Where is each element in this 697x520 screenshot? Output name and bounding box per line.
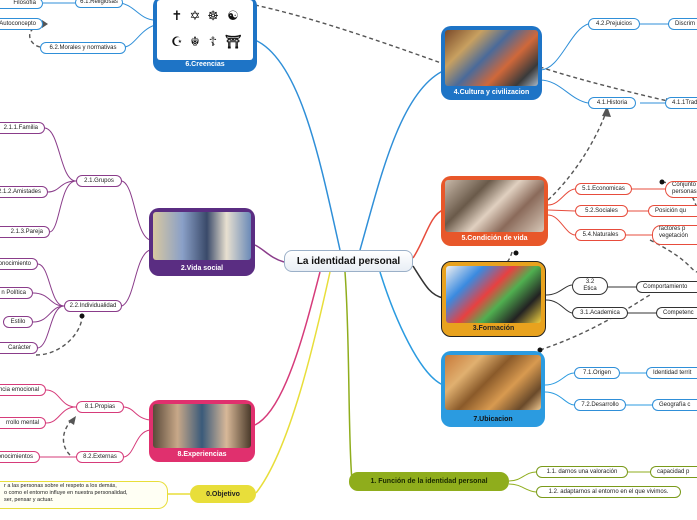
svg-text:☸: ☸ (207, 9, 219, 24)
vida-social-label: 2.Vida social (180, 265, 224, 272)
ubicacion-label: 7.Ubicacion (473, 416, 513, 423)
grupos-node[interactable]: 2.1.Grupos (76, 175, 122, 187)
formacion-label: 3.Formación (472, 325, 515, 332)
naturales-node[interactable]: 5.4.Naturales (575, 229, 626, 241)
economicas-node[interactable]: 5.1.Economicas (575, 183, 632, 195)
identidad-territorial-node[interactable]: Identidad territ (646, 367, 697, 379)
creencias-topic[interactable]: ✝ ✡ ☸ ☯ ☪ ☬ ☦ ⛩ 6.Creencias (153, 0, 257, 72)
geografia-node[interactable]: Geografía c (652, 399, 697, 411)
objetivo-line: o como el entorno influye en nuestra per… (4, 490, 128, 496)
central-topic[interactable]: La identidad personal (284, 250, 413, 272)
objetivo-line: ser, pensar y actuar. (4, 497, 54, 503)
objetivo-description: r a las personas sobre el respeto a los … (0, 481, 168, 509)
experiencias-topic[interactable]: 8.Experiencias (149, 400, 255, 462)
competencia-node[interactable]: Competenc (656, 307, 697, 319)
svg-text:✝: ✝ (172, 9, 183, 24)
academica-node[interactable]: 3.1.Academica (572, 307, 628, 319)
svg-text:☬: ☬ (190, 35, 199, 50)
svg-text:⛩: ⛩ (225, 34, 242, 50)
capacidad-node[interactable]: capacidad p (650, 466, 697, 478)
filosofia-node[interactable]: Filosofía (0, 0, 43, 9)
origen-node[interactable]: 7.1.Origen (574, 367, 620, 379)
propias-node[interactable]: 8.1.Propias (76, 401, 124, 413)
amistades-node[interactable]: 2.1.2.Amistades (0, 186, 48, 198)
estilo-node[interactable]: Estilo (3, 316, 33, 328)
svg-text:☯: ☯ (227, 9, 239, 24)
condicion-image (445, 180, 544, 232)
morales-node[interactable]: 6.2.Morales y normativas (40, 42, 126, 54)
historia-node[interactable]: 4.1.Historia (588, 97, 636, 109)
formacion-topic[interactable]: 3.Formación (441, 261, 546, 337)
objetivo-topic[interactable]: 0.Objetivo (190, 485, 256, 503)
cultura-label: 4.Cultura y civilizacion (453, 89, 530, 96)
svg-text:☪: ☪ (171, 35, 183, 50)
caracter-node[interactable]: Carácter (0, 342, 38, 354)
conjunto-line: personas (672, 189, 697, 195)
condicion-topic[interactable]: 5.Condición de vida (441, 176, 548, 246)
condicion-label: 5.Condición de vida (461, 235, 528, 242)
religiosas-node[interactable]: 6.1.Religiosas (75, 0, 123, 8)
adaptarnos-node[interactable]: 1.2. adaptarnos al entorno en el que viv… (536, 486, 681, 498)
posicion-node[interactable]: Posición qu (648, 205, 697, 217)
emocional-node[interactable]: ncia emocional (0, 384, 46, 396)
trad-node[interactable]: 4.1.1Trad (665, 97, 697, 109)
pareja-node[interactable]: 2.1.3.Pareja (0, 226, 50, 238)
objetivo-line: r a las personas sobre el respeto a los … (4, 483, 117, 489)
externas-node[interactable]: 8.2.Externas (76, 451, 124, 463)
comportamiento-node[interactable]: Comportamiento (636, 281, 697, 293)
desarrollo-node[interactable]: 7.2.Desarrollo (574, 399, 626, 411)
conjunto-line: Conjunto (672, 182, 697, 188)
formacion-image (446, 266, 541, 323)
conocimientos-node[interactable]: onocimientos (0, 451, 40, 463)
individualidad-node[interactable]: 2.2.Individualidad (64, 300, 122, 312)
experiencias-image (153, 404, 251, 448)
svg-text:☦: ☦ (209, 35, 217, 50)
factores-node[interactable]: factores p vegetación (652, 225, 697, 245)
politica-node[interactable]: n Política (0, 287, 33, 299)
cultura-image (445, 30, 538, 86)
etica-node[interactable]: 3.2 Etica (572, 277, 608, 295)
conocimiento-node[interactable]: onocimiento (0, 258, 38, 270)
mental-node[interactable]: rrollo mental (0, 417, 46, 429)
creencias-label: 6.Creencias (185, 61, 225, 68)
ubicacion-topic[interactable]: 7.Ubicacion (441, 351, 545, 427)
factores-line: factores p (659, 226, 686, 232)
etica-line: Etica (583, 286, 597, 292)
svg-text:✡: ✡ (190, 9, 201, 24)
funcion-topic[interactable]: 1. Función de la identidad personal (349, 472, 509, 491)
conjunto-node[interactable]: Conjunto personas (665, 181, 697, 198)
vida-social-topic[interactable]: 2.Vida social (149, 208, 255, 276)
valoracion-node[interactable]: 1.1. darnos una valoración (536, 466, 628, 478)
cultura-topic[interactable]: 4.Cultura y civilizacion (441, 26, 542, 100)
experiencias-label: 8.Experiencias (177, 451, 227, 458)
prejuicios-node[interactable]: 4.2.Prejuicios (588, 18, 640, 30)
vida-social-image (153, 212, 251, 260)
familia-node[interactable]: 2.1.1.Familia (0, 122, 45, 134)
ubicacion-image (445, 355, 541, 410)
autoconcepto-node[interactable]: Autoconcepto (0, 18, 43, 30)
discrim-node[interactable]: Discrim (668, 18, 697, 30)
sociales-node[interactable]: 5.2.Sociales (575, 205, 628, 217)
etica-line: 3.2 (585, 279, 595, 285)
factores-line: vegetación (659, 233, 689, 239)
religious-symbols-image: ✝ ✡ ☸ ☯ ☪ ☬ ☦ ⛩ (157, 0, 253, 60)
